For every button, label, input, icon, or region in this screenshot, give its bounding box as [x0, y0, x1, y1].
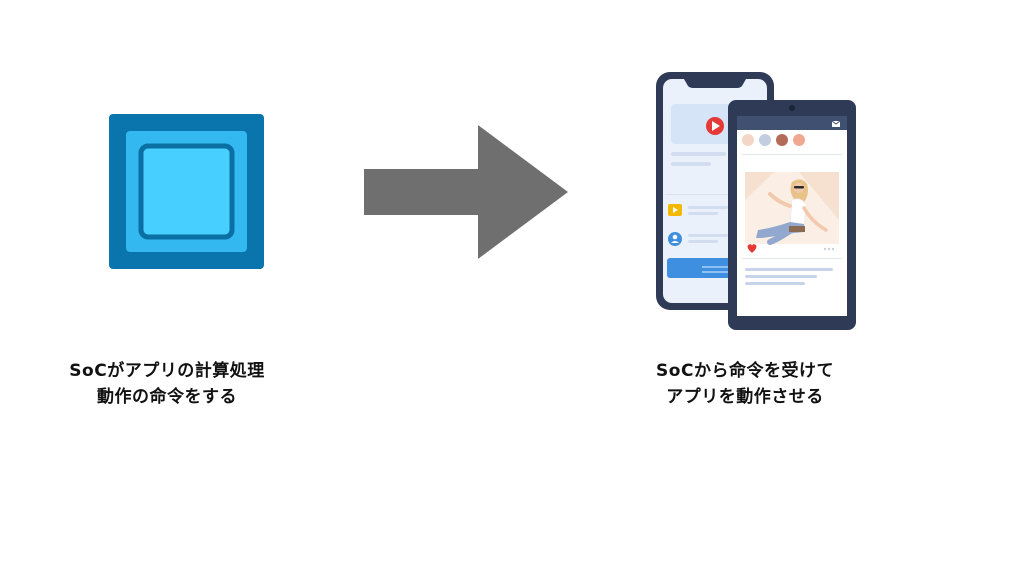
chip-caption: SoCがアプリの計算処理 動作の命令をする [17, 358, 317, 410]
right-arrow-icon [364, 125, 568, 259]
phones-caption: SoCから命令を受けて アプリを動作させる [595, 358, 895, 410]
chip-caption-line-2: 動作の命令をする [97, 387, 237, 407]
front-phone-icon [728, 100, 856, 330]
smartphones-social-app-icon [656, 72, 856, 330]
phones-caption-line-2: アプリを動作させる [666, 387, 824, 407]
phones-caption-line-1: SoCから命令を受けて [656, 361, 834, 381]
cpu-chip-icon [109, 114, 264, 269]
chip-caption-line-1: SoCがアプリの計算処理 [69, 361, 265, 381]
